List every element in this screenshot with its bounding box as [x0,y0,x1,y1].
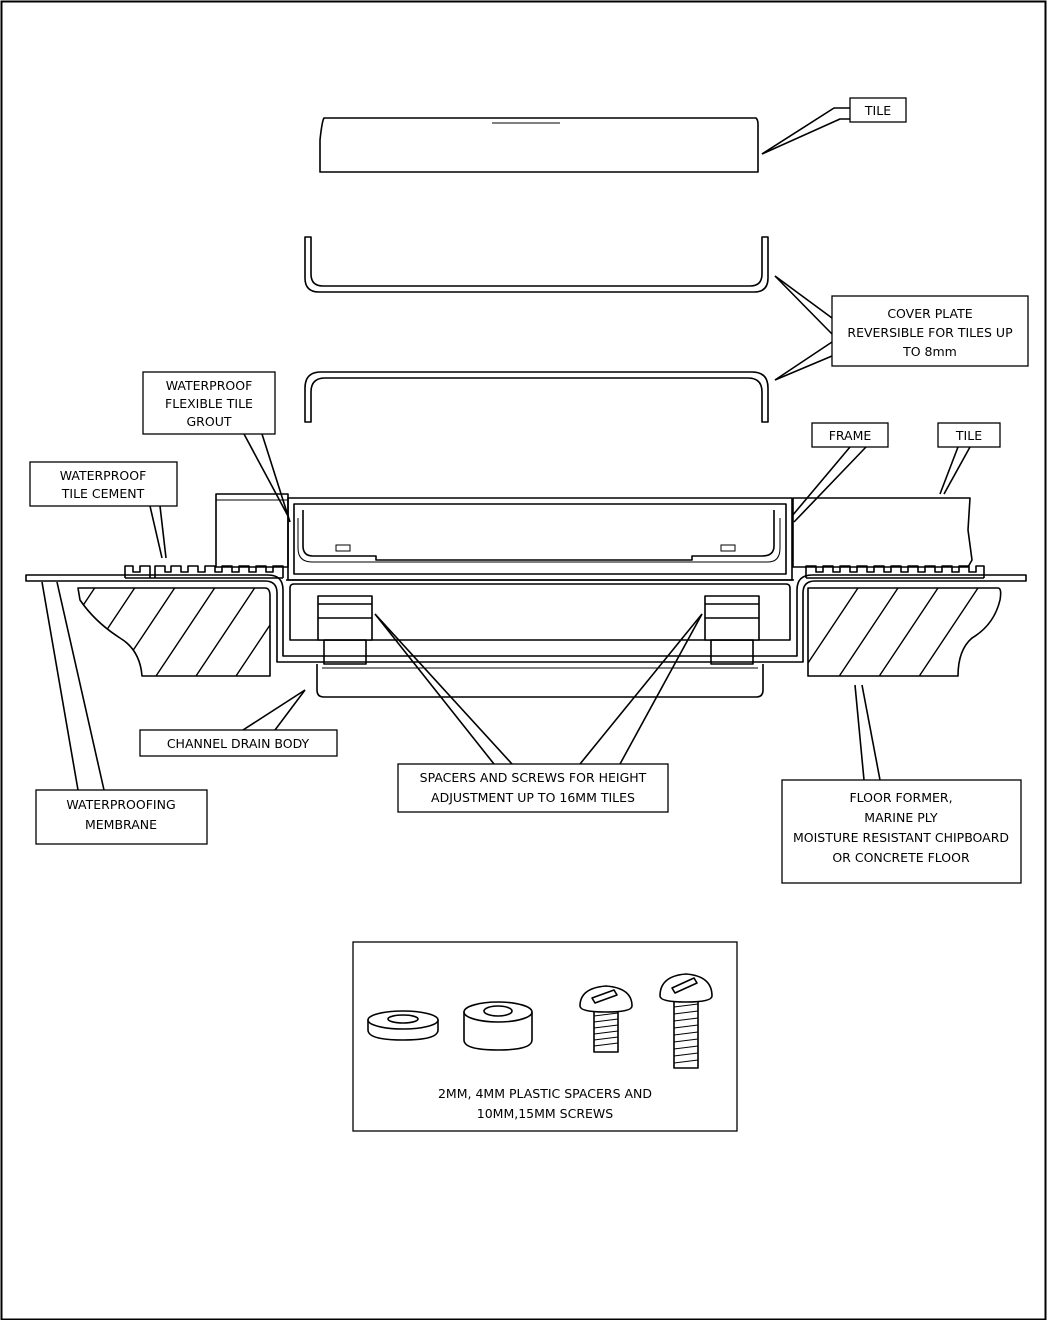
screw-10mm-icon [579,985,633,1053]
drain-frame [286,497,794,581]
label-floor-4: OR CONCRETE FLOOR [832,850,970,865]
channel-drain-body [289,583,791,698]
label-cover-plate-3: TO 8mm [902,344,957,359]
spacer-4mm-icon [463,1001,533,1051]
label-floor-1: FLOOR FORMER, [849,790,952,805]
spacer-2mm-icon [367,1010,439,1041]
tile-cement-left [124,565,284,579]
callout-channel-drain: CHANNEL DRAIN BODY [139,689,338,757]
top-tile [319,117,759,173]
callout-grout: WATERPROOF FLEXIBLE TILE GROUT [142,371,291,523]
kit-box: 2MM, 4MM PLASTIC SPACERS AND 10MM,15MM S… [352,941,738,1132]
label-grout-1: WATERPROOF [166,378,253,393]
floor-former-left [77,587,271,677]
tile-cement-right [805,565,985,579]
label-spacers-1: SPACERS AND SCREWS FOR HEIGHT [420,770,647,785]
cover-plate-lower [304,371,769,423]
kit-caption-1: 2MM, 4MM PLASTIC SPACERS AND [438,1086,652,1101]
spacer-screw-left [317,595,373,665]
label-grout-3: GROUT [187,414,232,429]
left-tiles [215,493,289,568]
callout-spacers: SPACERS AND SCREWS FOR HEIGHT ADJUSTMENT… [374,613,703,813]
label-frame: FRAME [829,428,872,443]
label-cover-plate-2: REVERSIBLE FOR TILES UP [847,325,1013,340]
screw-15mm-icon [659,973,713,1069]
label-membrane-1: WATERPROOFING [66,797,175,812]
label-membrane-2: MEMBRANE [85,817,157,832]
callout-tile-top: TILE [761,97,907,155]
callout-cover-plate: COVER PLATE REVERSIBLE FOR TILES UP TO 8… [774,275,1029,381]
callout-frame: FRAME [791,422,889,523]
label-cover-plate-1: COVER PLATE [887,306,972,321]
label-tile-top: TILE [864,103,891,118]
label-floor-3: MOISTURE RESISTANT CHIPBOARD [793,830,1009,845]
label-floor-2: MARINE PLY [864,810,938,825]
label-spacers-2: ADJUSTMENT UP TO 16MM TILES [431,790,635,805]
floor-former-right [807,587,1002,677]
right-tiles [792,497,973,568]
waterproofing-membrane [25,574,1027,663]
cover-plate-upper [304,236,769,293]
label-tile-cement-2: TILE CEMENT [61,486,145,501]
callout-tile-cement: WATERPROOF TILE CEMENT [29,461,178,559]
spacer-screw-right [704,595,760,665]
label-tile-cement-1: WATERPROOF [60,468,147,483]
label-grout-2: FLEXIBLE TILE [165,396,253,411]
callout-tile-right: TILE [937,422,1001,495]
kit-caption-2: 10MM,15MM SCREWS [477,1106,614,1121]
label-channel-drain: CHANNEL DRAIN BODY [167,736,310,751]
callout-membrane: WATERPROOFING MEMBRANE [35,581,208,845]
label-tile-right: TILE [955,428,982,443]
callout-floor-former: FLOOR FORMER, MARINE PLY MOISTURE RESIST… [781,684,1022,884]
